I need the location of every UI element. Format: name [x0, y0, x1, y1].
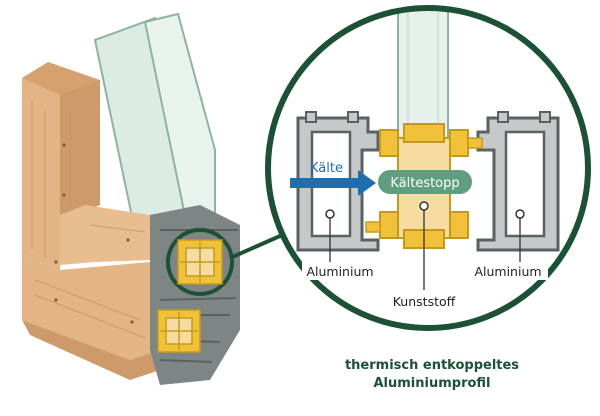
caption-line-1: thermisch entkoppeltes [345, 358, 519, 373]
plastic-insert-upper [177, 239, 223, 285]
wood-inner-vertical [60, 205, 150, 265]
aluminium-left-label-bg [302, 262, 378, 280]
wood-grain [31, 100, 146, 339]
plastic-insert-lower [157, 309, 201, 353]
aluminium-right-label: Aluminium [474, 264, 541, 279]
cold-label: Kälte [310, 161, 343, 176]
plastic-label-bg [380, 292, 468, 310]
zoom-ring [265, 5, 591, 331]
zoom-glass-pane [397, 8, 449, 141]
glass-pane-front [143, 12, 216, 242]
cold-stop-label: Kältestopp [390, 176, 459, 191]
cold-arrow [290, 170, 376, 196]
leader-lines [329, 210, 521, 290]
aluminium-right-label-bg [470, 262, 548, 280]
window-frame-illustration [22, 12, 240, 385]
wood-frame-post-side [60, 80, 100, 215]
caption-line-2: Aluminiumprofil [373, 376, 490, 391]
wood-frame-bottom-edge [22, 320, 160, 380]
aluminium-profile-right [476, 111, 560, 252]
wood-pegs [54, 143, 134, 324]
cold-stop-pill [378, 170, 472, 194]
wood-frame-post [22, 78, 60, 270]
wood-frame-bottom [22, 255, 160, 360]
zoom-detail: Kälte Kältestopp Aluminium Aluminium Kun… [265, 5, 591, 331]
plastic-label: Kunststoff [393, 294, 456, 309]
aluminium-left-label: Aluminium [306, 264, 373, 279]
